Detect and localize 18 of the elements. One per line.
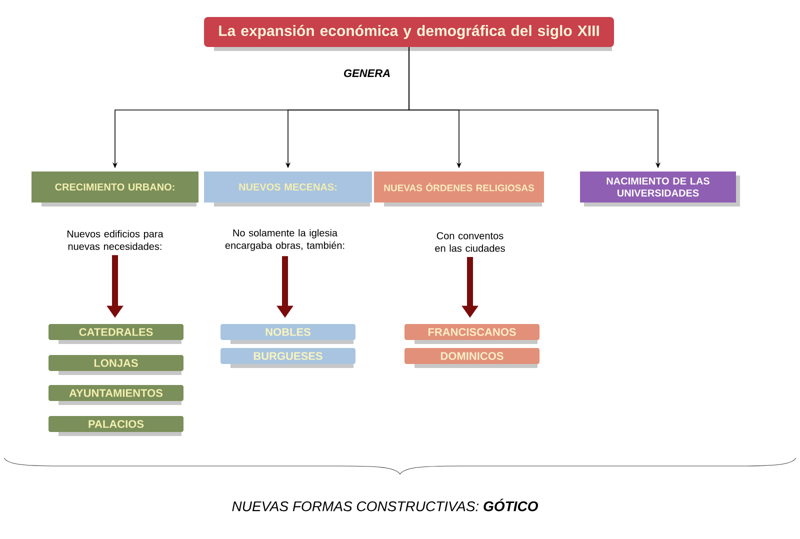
list-item-box: BURGUESES bbox=[220, 348, 356, 364]
list-item-box: NOBLES bbox=[220, 324, 356, 340]
description-text: Nuevos edificios para nuevas necesidades: bbox=[67, 230, 164, 250]
list-item-box: DOMINICOS bbox=[404, 348, 540, 364]
list-item-box: AYUNTAMIENTOS bbox=[48, 385, 184, 401]
category-box: NUEVOS MECENAS: bbox=[204, 172, 372, 202]
list-item-box: CATEDRALES bbox=[48, 324, 184, 340]
edge-label: GENERA bbox=[344, 69, 390, 78]
title-box: La expansión económica y demográfica del siglo XIII bbox=[204, 17, 614, 47]
description-text: Con conventos en las ciudades bbox=[435, 232, 505, 252]
list-item-box: LONJAS bbox=[48, 355, 184, 371]
category-box: NUEVAS ÓRDENES RELIGIOSAS bbox=[374, 172, 544, 202]
description-text: No solamente la iglesia encargaba obras, también: bbox=[225, 229, 344, 251]
list-item-box: PALACIOS bbox=[48, 416, 184, 432]
category-box: NACIMIENTO DE LAS UNIVERSIDADES bbox=[580, 172, 736, 202]
list-item-box: FRANCISCANOS bbox=[404, 324, 540, 340]
category-box: CRECIMIENTO URBANO: bbox=[32, 172, 198, 202]
conclusion-text: NUEVAS FORMAS CONSTRUCTIVAS: GÓTICO bbox=[232, 498, 538, 512]
